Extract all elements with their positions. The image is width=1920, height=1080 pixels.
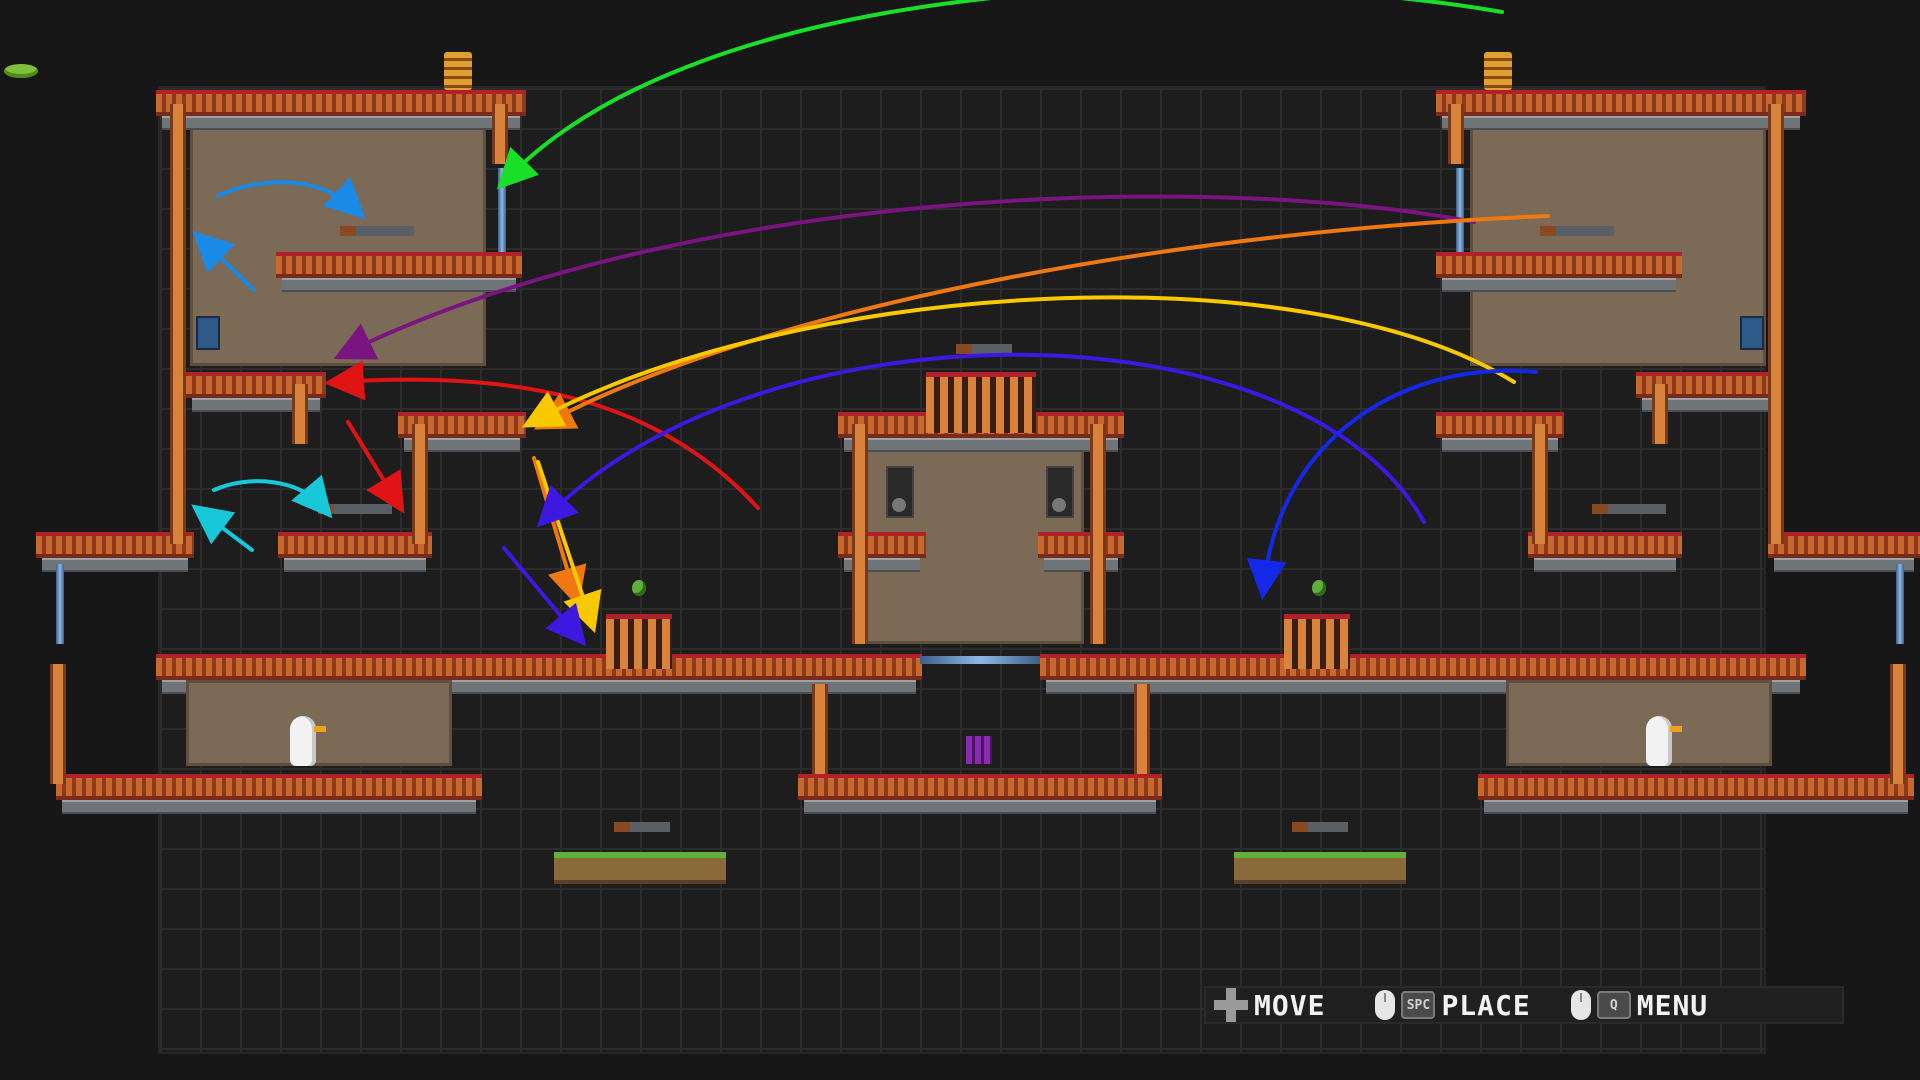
arrow-indigo xyxy=(536,352,1426,528)
place-key: SPC xyxy=(1401,991,1436,1019)
purple-item xyxy=(966,736,992,764)
speaker xyxy=(1046,466,1074,518)
controls-hud: MOVE SPC PLACE Q MENU xyxy=(1204,986,1844,1024)
glass-bridge xyxy=(920,656,1040,664)
platform-top-right-roof xyxy=(1436,90,1806,130)
mouse-icon xyxy=(1570,990,1591,1020)
pistol-item xyxy=(614,822,670,832)
blue-crate xyxy=(196,316,220,350)
arrow-orange xyxy=(533,214,1550,430)
pillar xyxy=(1532,424,1548,544)
pillar xyxy=(852,424,868,644)
arrow-cyan xyxy=(212,474,333,519)
platform-bottom-right xyxy=(1478,774,1914,814)
platform-left-ledge xyxy=(186,372,326,412)
glass-pane xyxy=(498,168,506,252)
platform-bottom-center xyxy=(798,774,1162,814)
pillar xyxy=(1134,684,1150,774)
barrel xyxy=(444,52,472,90)
arrow-red xyxy=(346,420,405,514)
platform-left-step xyxy=(398,412,526,452)
pillar xyxy=(812,684,828,774)
spawn-door-left xyxy=(606,614,672,669)
grenade-item xyxy=(632,580,646,596)
blue-crate xyxy=(1740,316,1764,350)
hud-move: MOVE xyxy=(1214,988,1325,1022)
menu-key: Q xyxy=(1596,991,1631,1019)
arrow-orange xyxy=(532,456,587,608)
pillar xyxy=(50,664,66,784)
platform-bottom-left xyxy=(56,774,482,814)
room-bottom-right xyxy=(1506,680,1772,766)
arrow-blue-light xyxy=(192,230,256,292)
arrow-purple xyxy=(333,194,1476,360)
platform-far-left xyxy=(36,532,194,572)
grass-island-right xyxy=(1234,852,1406,884)
rifle-item xyxy=(340,226,414,236)
arrow-yellow xyxy=(521,295,1516,428)
duck-player-right xyxy=(1646,716,1682,766)
place-label: PLACE xyxy=(1441,988,1531,1022)
barrel xyxy=(1484,52,1512,90)
glass-pane xyxy=(1896,564,1904,644)
move-label: MOVE xyxy=(1254,988,1326,1022)
platform-right-ledge xyxy=(1636,372,1776,412)
hud-place: SPC PLACE xyxy=(1375,989,1530,1022)
pillar xyxy=(1090,424,1106,644)
grenade-item xyxy=(1312,580,1326,596)
platform-far-right xyxy=(1768,532,1920,572)
pistol-item xyxy=(1292,822,1348,832)
arrow-blue xyxy=(1246,368,1538,600)
grass-island-left xyxy=(554,852,726,884)
arrow-indigo xyxy=(502,546,587,647)
turret-item xyxy=(956,344,1012,354)
platform-top-left-roof xyxy=(156,90,526,130)
duck-player-left xyxy=(290,716,326,766)
pillar xyxy=(1448,104,1464,164)
speaker xyxy=(886,466,914,518)
arrow-cyan xyxy=(191,504,254,552)
pillar xyxy=(412,424,428,544)
glass-pane xyxy=(56,564,64,644)
dpad-icon xyxy=(1214,988,1248,1022)
platform-top-left-shelf xyxy=(276,252,522,292)
room-bottom-left xyxy=(186,680,452,766)
pillar xyxy=(1890,664,1906,784)
center-gate xyxy=(926,372,1036,433)
pillar xyxy=(1652,384,1668,444)
rifle-item xyxy=(1540,226,1614,236)
pillar xyxy=(292,384,308,444)
spawn-door-right xyxy=(1284,614,1350,669)
platform-top-right-shelf xyxy=(1436,252,1682,292)
platform-left-lower-step xyxy=(278,532,432,572)
mouse-icon xyxy=(1375,990,1396,1020)
arrow-blue-light xyxy=(216,176,366,219)
pillar xyxy=(170,104,186,544)
shotgun-item xyxy=(1592,504,1666,514)
arrow-green xyxy=(496,0,1504,190)
ufo-sprite xyxy=(4,64,38,78)
room-top-right xyxy=(1470,120,1766,366)
hud-menu: Q MENU xyxy=(1570,988,1709,1022)
menu-label: MENU xyxy=(1636,988,1709,1022)
pillar xyxy=(1768,104,1784,544)
platform-right-lower-step xyxy=(1528,532,1682,572)
glass-pane xyxy=(1456,168,1464,252)
